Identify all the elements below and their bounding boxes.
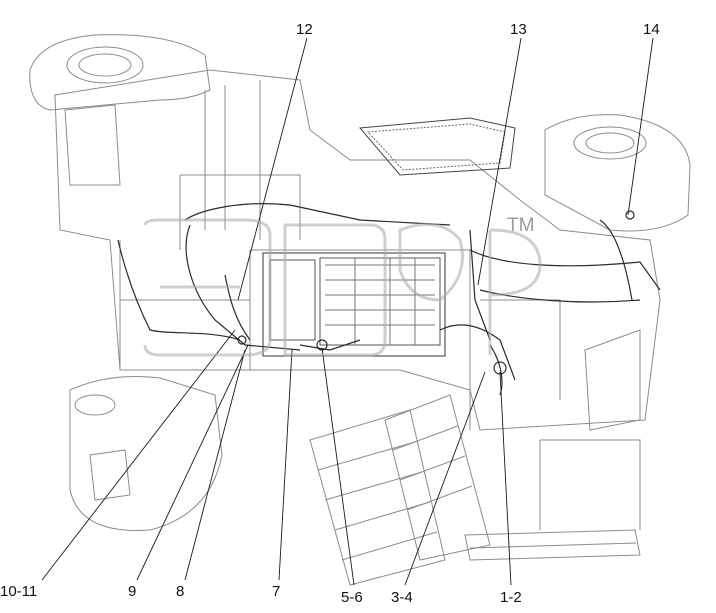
leader-lines <box>41 37 654 586</box>
rear-right-wheel <box>544 114 691 232</box>
leader-5-6 <box>321 347 355 586</box>
watermark-tm: TM <box>507 215 535 236</box>
label-10-11: 10-11 <box>0 583 38 600</box>
leader-1-2 <box>499 371 512 586</box>
leader-14 <box>627 37 654 216</box>
wiring-harness <box>117 203 661 396</box>
label-9: 9 <box>128 583 137 600</box>
harness-right <box>469 249 661 291</box>
step-ladder-center <box>384 394 491 561</box>
harness-left <box>117 239 241 341</box>
leader-9 <box>136 344 249 581</box>
engine-grille <box>358 117 516 176</box>
label-8: 8 <box>176 583 185 600</box>
leader-3-4 <box>404 371 486 586</box>
leader-13 <box>477 37 522 286</box>
step-ladder-right <box>464 529 641 561</box>
label-5-6: 5-6 <box>341 589 363 606</box>
label-1-2: 1-2 <box>500 589 522 606</box>
front-left-wheel <box>69 376 223 531</box>
leader-10-11 <box>41 329 236 581</box>
label-3-4: 3-4 <box>391 589 413 606</box>
label-13: 13 <box>510 21 527 38</box>
watermark-logo <box>143 218 542 357</box>
leader-7 <box>278 349 293 581</box>
leader-12 <box>237 37 308 301</box>
engine-bay <box>262 252 446 357</box>
label-14: 14 <box>643 21 660 38</box>
rear-right-hub <box>573 126 647 160</box>
label-7: 7 <box>272 583 281 600</box>
rear-left-hub <box>66 46 144 84</box>
machine-outline <box>29 34 691 586</box>
leader-8 <box>184 349 246 581</box>
label-12: 12 <box>296 21 313 38</box>
step-ladder-left <box>309 409 446 586</box>
rear-left-wheel <box>29 34 211 111</box>
